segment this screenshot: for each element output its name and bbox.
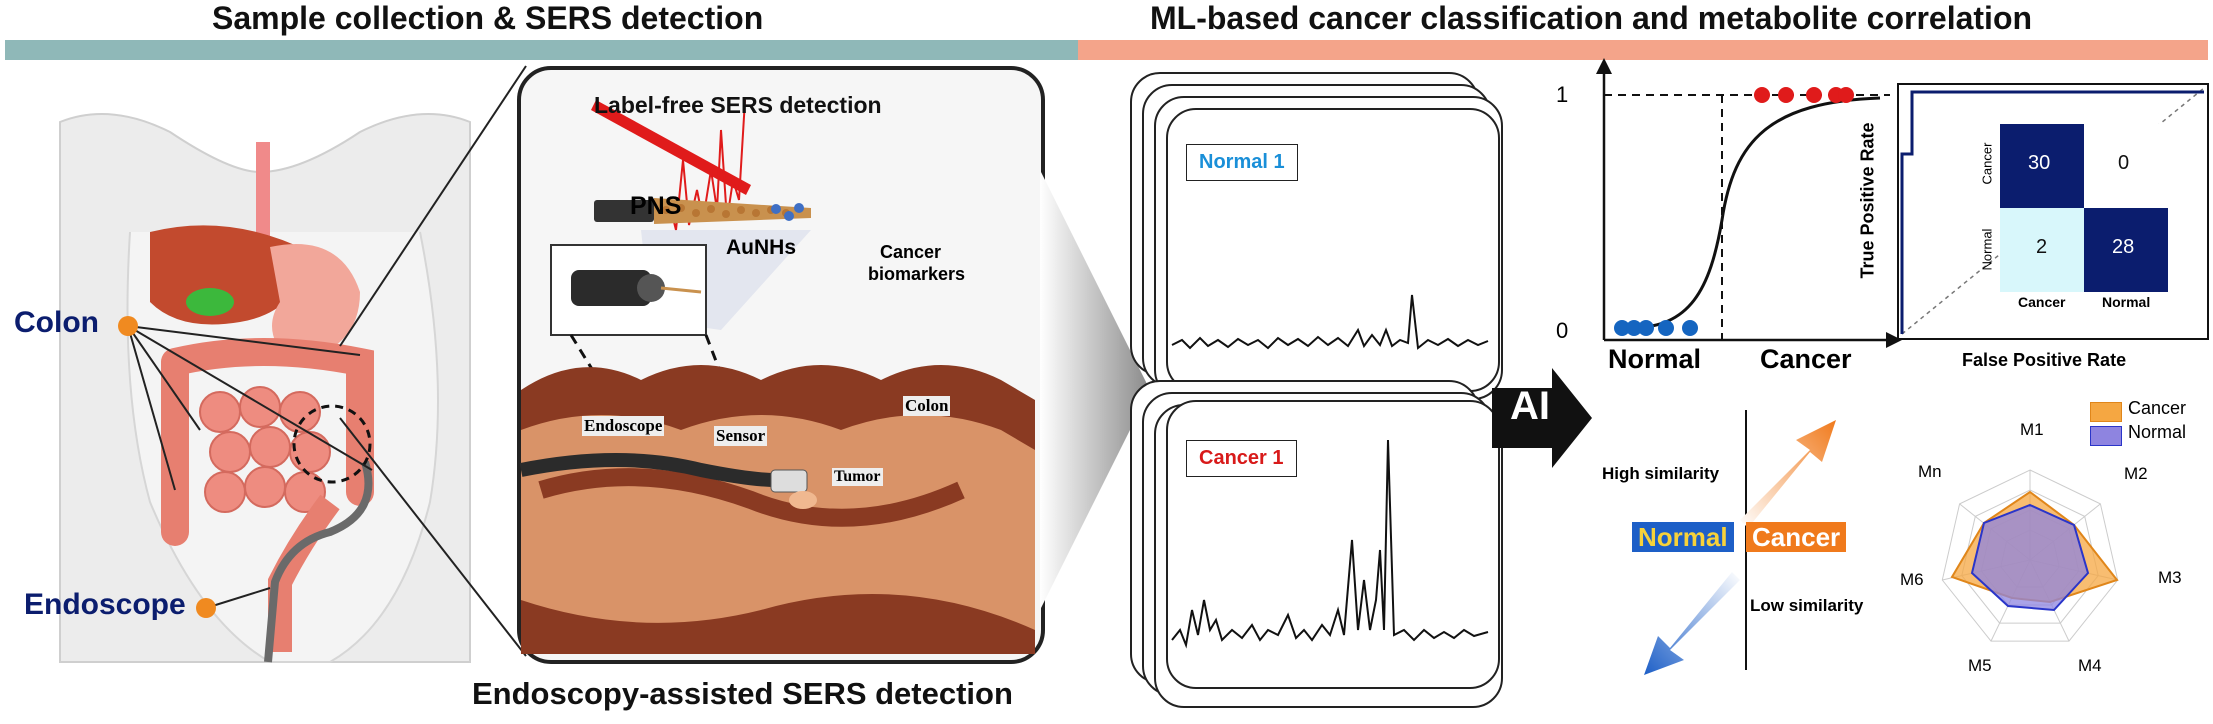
cm-col-label-cancer: Cancer xyxy=(2018,294,2066,310)
sigmoid-x-normal: Normal xyxy=(1608,344,1702,374)
cm-value-1: 0 xyxy=(2118,152,2130,174)
radar-axis-mn: Mn xyxy=(1918,462,1942,481)
low-similarity-label: Low similarity xyxy=(1750,596,1864,615)
legend-cancer-label: Cancer xyxy=(2128,398,2187,418)
normal-1-tag: Normal 1 xyxy=(1186,144,1298,181)
cm-value-2: 2 xyxy=(2036,236,2048,258)
endoscope-label: Endoscope xyxy=(24,588,186,621)
header-left: Sample collection & SERS detection xyxy=(212,0,764,36)
roc-ylabel: True Positive Rate xyxy=(1857,122,1878,279)
sensor-label: Sensor xyxy=(714,426,768,446)
roc-xlabel: False Positive Rate xyxy=(1962,350,2127,370)
pns-label: PNS xyxy=(630,192,682,220)
radar-axis-m3: M3 xyxy=(2158,568,2182,587)
colon-label: Colon xyxy=(14,306,99,339)
label-free-sers-text: Label-free SERS detection xyxy=(594,92,882,118)
cm-value-0: 30 xyxy=(2028,152,2051,174)
cancer-1-tag: Cancer 1 xyxy=(1186,440,1297,477)
cm-cell-1 xyxy=(2084,124,2168,208)
header-right: ML-based cancer classification and metab… xyxy=(1150,0,2033,36)
radar-axis-m1: M1 xyxy=(2020,420,2044,439)
sigmoid-chart xyxy=(1596,58,1902,348)
legend-normal-swatch xyxy=(2090,426,2122,446)
cancer-spectrum-line xyxy=(1171,439,1489,649)
sigmoid-y-bottom: 0 xyxy=(1556,318,1569,343)
normal-box: Normal xyxy=(1632,522,1734,552)
anatomy-illustration xyxy=(59,113,471,663)
aunhs-label: AuNHs xyxy=(726,236,797,259)
high-similarity-label: High similarity xyxy=(1602,464,1720,483)
colon-label-zoom: Colon xyxy=(903,396,951,416)
tumor-label: Tumor xyxy=(832,468,883,486)
cm-col-label-normal: Normal xyxy=(2102,294,2151,310)
radar-chart xyxy=(1941,469,2119,642)
normal-spectrum-line xyxy=(1171,294,1489,350)
cancer-biomarkers-label-1: Cancer xyxy=(880,242,942,262)
cm-row-label-cancer: Cancer xyxy=(1979,142,1995,185)
legend-normal-label: Normal xyxy=(2128,422,2187,442)
ai-label: AI xyxy=(1510,384,1550,428)
cm-cell-0 xyxy=(2000,124,2084,208)
sers-caption: Endoscopy-assisted SERS detection xyxy=(472,676,1013,711)
sers-probe-illustration xyxy=(519,99,1035,654)
radar-axis-m4: M4 xyxy=(2078,656,2102,675)
header-bar-left xyxy=(5,40,1078,60)
sigmoid-y-top: 1 xyxy=(1556,82,1569,107)
sigmoid-x-cancer: Cancer xyxy=(1760,344,1852,374)
cm-value-3: 28 xyxy=(2112,236,2135,258)
radar-axis-m2: M2 xyxy=(2124,464,2148,483)
radar-axis-m6: M6 xyxy=(1900,570,1924,589)
cm-row-label-normal: Normal xyxy=(1979,228,1995,271)
radar-axis-m5: M5 xyxy=(1968,656,1992,675)
colon-pointer-lines xyxy=(118,316,373,618)
zoom-lines xyxy=(339,65,527,657)
cm-cell-2 xyxy=(2000,208,2084,292)
endoscope-label-zoom: Endoscope xyxy=(582,416,665,436)
header-bar-right xyxy=(1078,40,2208,60)
gray-arrow xyxy=(1040,170,1150,610)
legend-cancer-swatch xyxy=(2090,402,2122,422)
cancer-biomarkers-label-2: biomarkers xyxy=(868,264,966,284)
ai-arrow xyxy=(1492,368,1592,468)
cancer-box: Cancer xyxy=(1746,522,1847,552)
cm-cell-3 xyxy=(2084,208,2168,292)
